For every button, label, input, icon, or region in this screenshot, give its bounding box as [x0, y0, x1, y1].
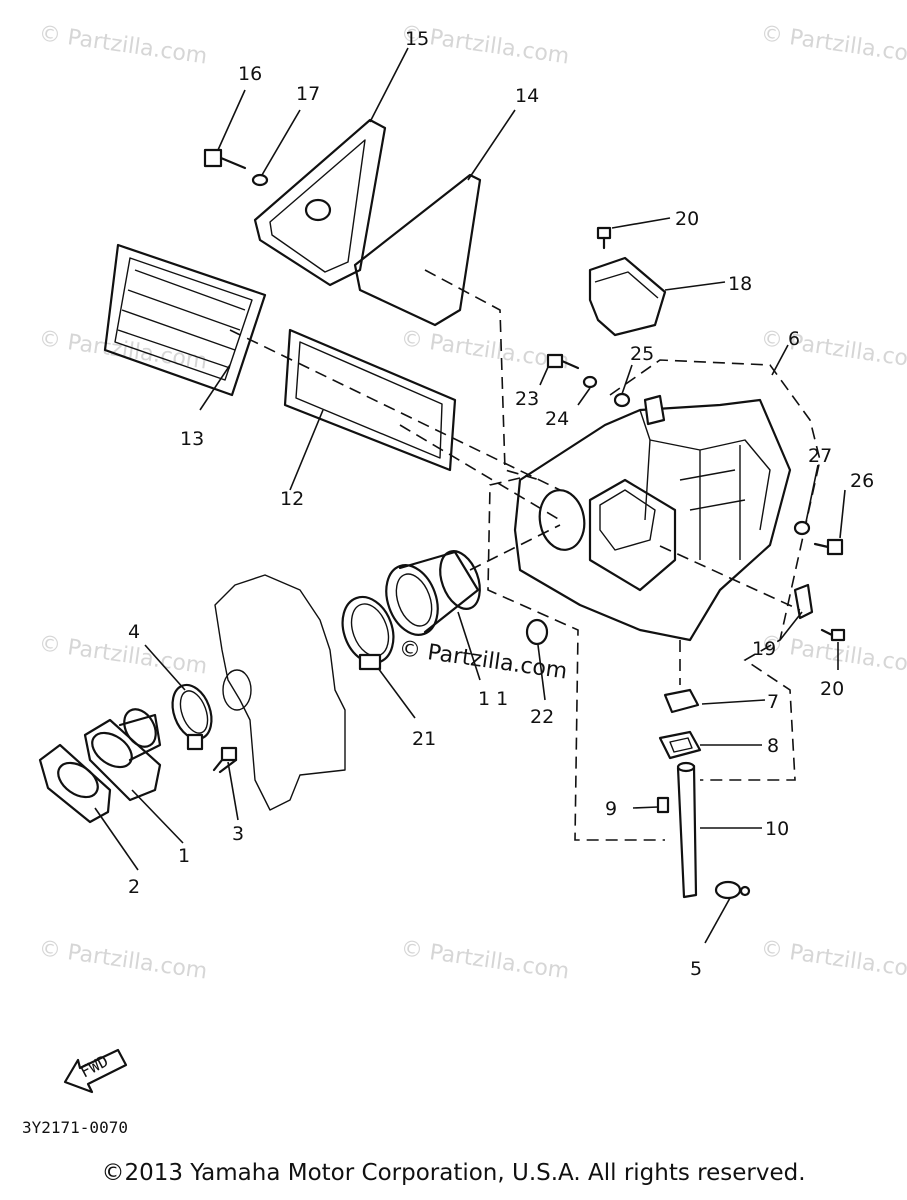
callout-22: 22 [530, 706, 554, 728]
callout-7: 7 [767, 691, 779, 713]
watermark: © Partzilla.co [759, 21, 907, 66]
bolt-part-23 [546, 353, 580, 370]
clamp-part-21 [341, 595, 395, 671]
callout-27: 27 [808, 445, 832, 467]
air-cleaner-joint-part-11 [385, 550, 481, 636]
callout-21: 21 [412, 728, 436, 750]
callout-5: 5 [690, 958, 702, 980]
callout-14: 14 [515, 85, 539, 107]
watermark: © Partzilla.com [37, 21, 209, 69]
washer-part-17 [251, 173, 269, 187]
callout-16: 16 [238, 63, 262, 85]
drain-hose-part-10 [676, 761, 698, 899]
element-frame-part-13 [103, 243, 267, 397]
watermark: © Partzilla.co [759, 936, 907, 981]
clip-part-5 [714, 880, 751, 900]
gasket-part-2 [38, 743, 112, 824]
watermark-layer: © Partzilla.com © Partzilla.com © Partzi… [37, 21, 907, 984]
holder-part-8 [658, 730, 702, 760]
callout-23: 23 [515, 388, 539, 410]
plug-part-22 [525, 618, 549, 646]
copyright-notice: ©2013 Yamaha Motor Corporation, U.S.A. A… [101, 1160, 806, 1186]
callout-20-right: 20 [820, 678, 844, 700]
callout-12: 12 [280, 488, 304, 510]
washer-part-27 [793, 520, 811, 536]
engine-outline [214, 574, 346, 811]
callout-1: 1 [178, 845, 190, 867]
clamp-part-4 [171, 683, 213, 751]
callout-13: 13 [180, 428, 204, 450]
watermark: © Partzilla.com [399, 326, 571, 374]
duct-part-18 [588, 256, 667, 337]
callout-2: 2 [128, 876, 140, 898]
center-watermark: © Partzilla.com [397, 636, 569, 684]
seal-part-14 [353, 173, 482, 327]
callout-8: 8 [767, 735, 779, 757]
screw-part-9 [656, 796, 670, 814]
watermark: © Partzilla.com [37, 631, 209, 679]
bolt-part-3 [212, 746, 238, 774]
screw-part-20-top [596, 226, 612, 250]
watermark: © Partzilla.com [37, 936, 209, 984]
carburetor-joint-part-1 [83, 708, 162, 802]
callout-labels: 1 2 3 4 5 6 7 8 9 10 1 1 12 13 14 15 16 … [128, 28, 874, 980]
callout-19: 19 [752, 638, 776, 660]
cap-part-7 [663, 688, 700, 714]
washer-part-24 [582, 375, 598, 389]
callout-17: 17 [296, 83, 320, 105]
watermark: © Partzilla.co [759, 326, 907, 371]
callout-24: 24 [545, 408, 569, 430]
bracket-part-19 [793, 583, 814, 620]
callout-4: 4 [128, 621, 140, 643]
callout-25: 25 [630, 343, 654, 365]
watermark: © Partzilla.com [399, 936, 571, 984]
callout-20-top: 20 [675, 208, 699, 230]
callout-18: 18 [728, 273, 752, 295]
collar-part-25 [613, 392, 631, 408]
leader-lines [94, 47, 846, 944]
cover-part-15 [253, 118, 387, 287]
bolt-part-16 [203, 148, 247, 170]
air-filter-case-part-6 [513, 394, 792, 642]
watermark: © Partzilla.com [37, 326, 209, 374]
callout-10: 10 [765, 818, 789, 840]
fwd-arrow-icon: FWD [63, 1048, 128, 1094]
callout-26: 26 [850, 470, 874, 492]
callout-9: 9 [605, 798, 617, 820]
callout-15: 15 [405, 28, 429, 50]
callout-6: 6 [788, 328, 800, 350]
callout-11: 1 1 [478, 688, 508, 710]
diagram-code: 3Y2171-0070 [22, 1118, 128, 1137]
bolt-part-26 [813, 538, 844, 556]
callout-3: 3 [232, 823, 244, 845]
element-part-12 [283, 328, 457, 472]
screw-part-20-right [820, 628, 846, 642]
